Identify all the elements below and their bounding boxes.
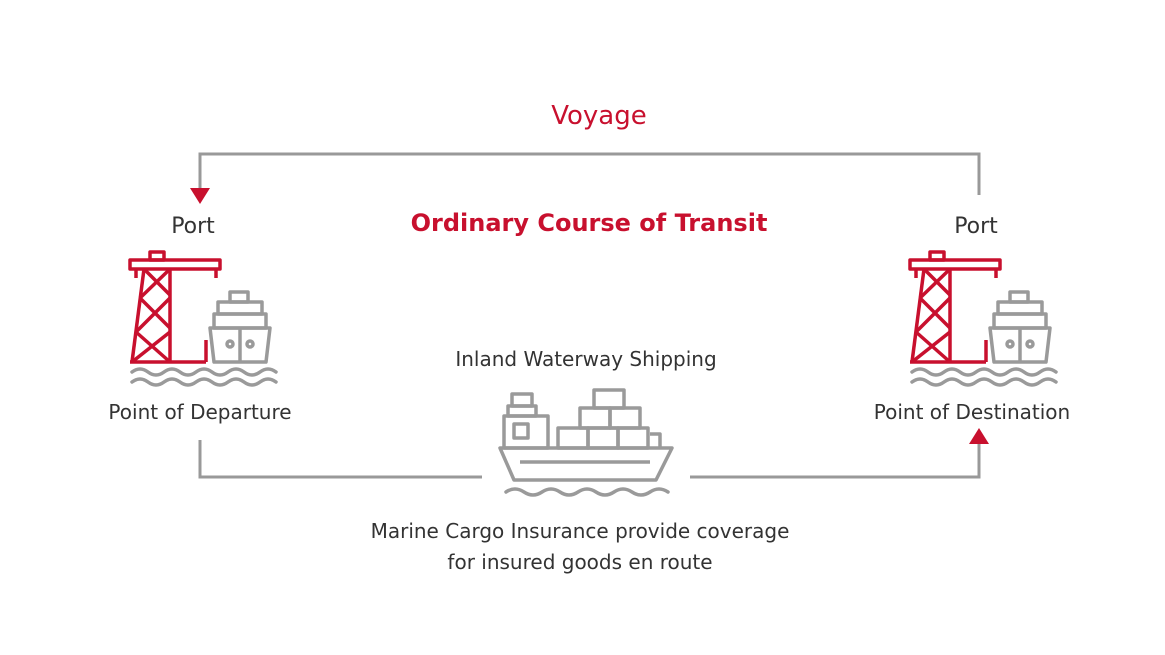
port-ship-icon — [208, 290, 272, 364]
diagram-subtitle: Ordinary Course of Transit — [410, 209, 768, 237]
transit-connector — [198, 440, 981, 479]
diagram-title: Voyage — [551, 101, 647, 131]
coverage-note-line2: for insured goods en route — [447, 550, 713, 574]
right-port-label: Port — [954, 214, 998, 239]
right-port-icon — [908, 250, 1058, 387]
right-point-label: Point of Destination — [873, 400, 1071, 424]
port-crane-icon — [908, 250, 1002, 364]
waves-icon — [910, 367, 1058, 387]
waves-icon — [130, 367, 278, 387]
cargo-ship-icon — [498, 388, 674, 497]
left-point-label: Point of Departure — [108, 400, 292, 424]
voyage-arrow-head — [190, 188, 210, 204]
left-port-label: Port — [171, 214, 215, 239]
voyage-connector — [198, 152, 981, 195]
middle-label: Inland Waterway Shipping — [455, 347, 717, 371]
transit-arrow-head — [969, 428, 989, 444]
coverage-note-line1: Marine Cargo Insurance provide coverage — [370, 519, 790, 543]
port-ship-icon — [988, 290, 1052, 364]
left-port-icon — [128, 250, 278, 387]
port-crane-icon — [128, 250, 222, 364]
